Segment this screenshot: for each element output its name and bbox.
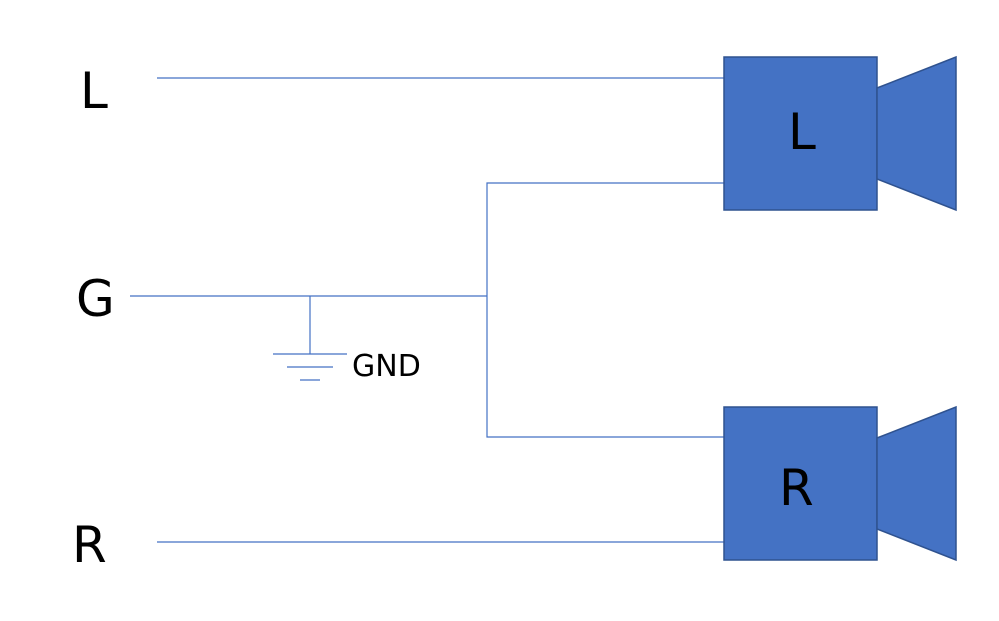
ground-icon	[273, 296, 347, 381]
wire-ground-bus	[486, 182, 724, 438]
ground-label: GND	[352, 349, 421, 384]
speaker-right-cone-icon	[876, 405, 957, 562]
input-label-ground: G	[76, 270, 115, 328]
input-label-left: L	[80, 62, 108, 120]
speaker-right-label: R	[779, 459, 814, 517]
speaker-left-body	[723, 56, 878, 211]
speaker-left-label: L	[788, 103, 816, 161]
input-label-right: R	[72, 516, 107, 574]
speaker-right: R	[723, 405, 957, 562]
speaker-left: L	[723, 55, 957, 212]
speaker-right-body	[723, 406, 878, 561]
speaker-left-cone-icon	[876, 55, 957, 212]
